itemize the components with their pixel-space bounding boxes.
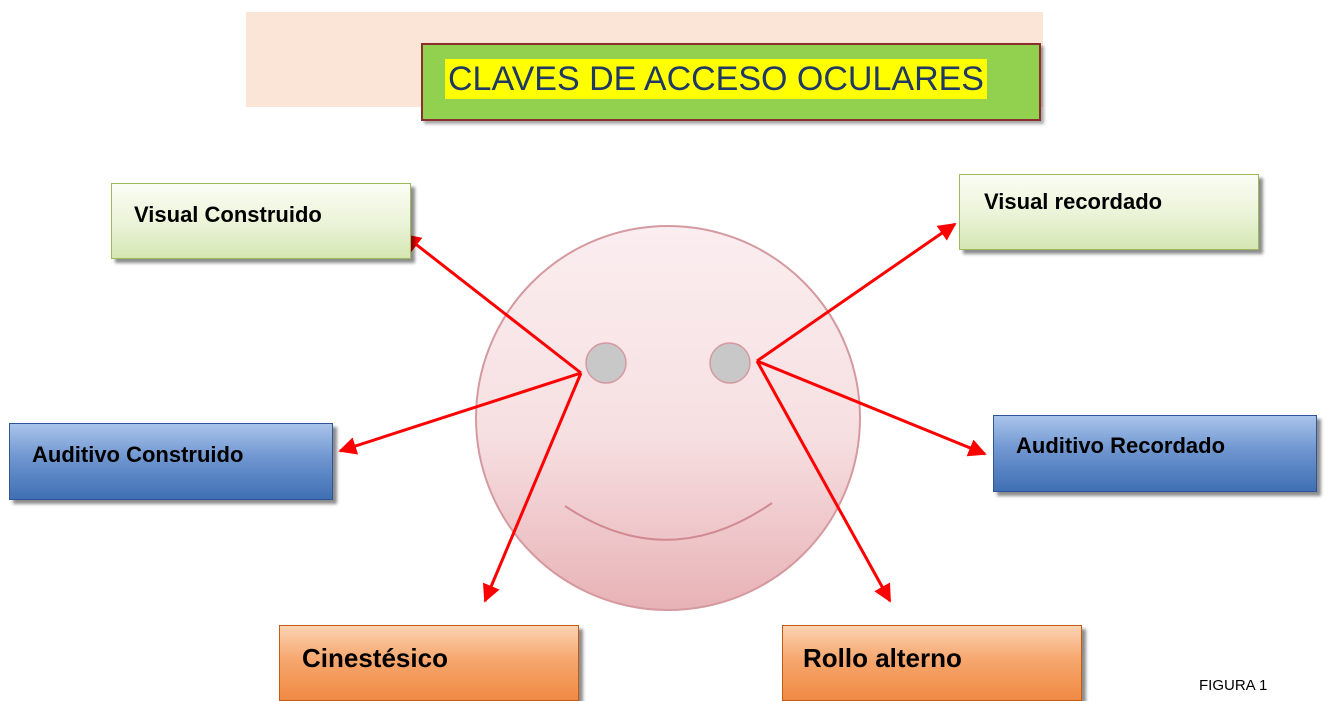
arrow-to-visual-recordado [756,222,957,363]
arrow-to-auditivo-recordado [756,359,987,457]
visual-recordado-box: Visual recordado [959,174,1259,250]
arrow-to-auditivo-construido [338,371,582,455]
auditivo-recordado-label: Auditivo Recordado [1016,433,1226,458]
auditivo-recordado-box: Auditivo Recordado [993,415,1317,492]
figure-caption: FIGURA 1 [1199,677,1268,694]
auditivo-construido-label: Auditivo Construido [32,442,244,467]
face-circle [475,225,861,611]
left-eye-icon [585,342,627,384]
cinestesico-label: Cinestésico [302,643,448,673]
visual-construido-box: Visual Construido [111,183,411,259]
title-box: CLAVES DE ACCESO OCULARES [421,43,1041,121]
diagram-title: CLAVES DE ACCESO OCULARES [445,59,987,99]
arrow-to-cinestesico [482,372,583,603]
auditivo-construido-box: Auditivo Construido [9,423,333,500]
visual-recordado-label: Visual recordado [984,189,1163,214]
visual-construido-label: Visual Construido [134,202,322,227]
rollo-alterno-label: Rollo alterno [803,643,962,673]
cinestesico-box: Cinestésico [279,625,579,701]
rollo-alterno-box: Rollo alterno [782,625,1082,701]
smiley-face [475,225,861,611]
arrow-to-visual-construido [402,233,582,375]
arrow-to-rollo-alterno [755,360,892,603]
right-eye-icon [709,342,751,384]
smile-mouth [564,502,773,541]
arrows [338,222,987,603]
